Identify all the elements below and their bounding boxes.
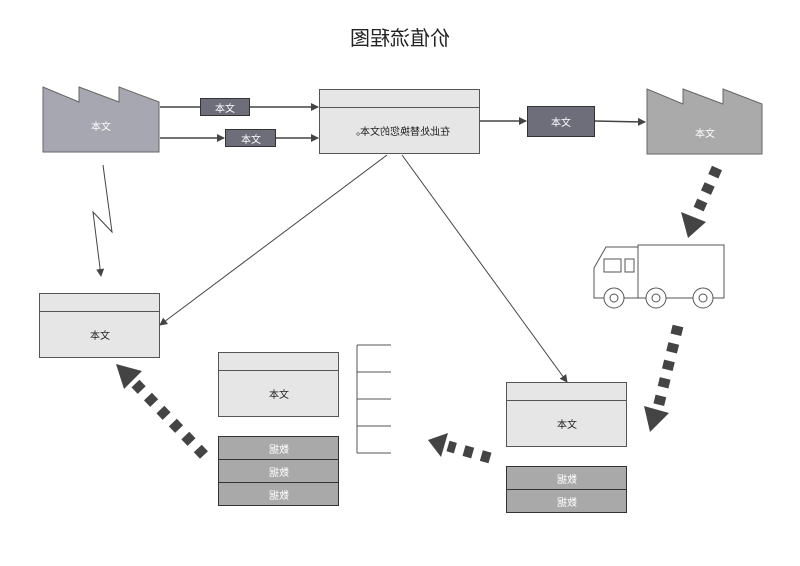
truck-icon [593, 244, 725, 309]
info-arrow-right [401, 154, 568, 383]
data-cell[interactable]: 数据 [218, 482, 339, 506]
flow-tag-bottom[interactable]: 文本 [225, 129, 276, 147]
process-box-header [507, 383, 626, 401]
push-arrow-from-truck [644, 324, 684, 432]
process-box-header [320, 90, 479, 108]
info-arrow-left [159, 154, 388, 326]
data-cell[interactable]: 数据 [506, 466, 627, 490]
process-box-label: 在此处替换您的文本。 [349, 126, 450, 138]
supplier-factory-label: 文本 [91, 122, 111, 133]
data-cell[interactable]: 数据 [506, 489, 627, 513]
supplier-factory-icon [42, 86, 160, 153]
process-box-header [219, 353, 338, 371]
electronic-info-arrow [92, 164, 113, 277]
data-cell[interactable]: 数据 [218, 459, 339, 483]
process-box-left[interactable]: 文本 [39, 293, 160, 358]
push-arrow-to-truck [681, 165, 723, 238]
process-box-middle[interactable]: 文本 [218, 352, 339, 417]
timeline-comb [356, 344, 391, 454]
process-box-right[interactable]: 文本 [506, 382, 627, 447]
customer-factory-label: 文本 [694, 129, 715, 140]
process-box-header [40, 294, 159, 312]
data-cell[interactable]: 数据 [218, 436, 339, 460]
flow-tag-top[interactable]: 文本 [200, 98, 250, 116]
process-box-label: 文本 [556, 419, 577, 431]
process-box-label: 文本 [89, 330, 110, 342]
process-box-label: 文本 [268, 389, 289, 401]
process-box-main[interactable]: 在此处替换您的文本。 [319, 89, 480, 154]
customer-factory-icon [646, 88, 763, 155]
flow-tag-right[interactable]: 文本 [527, 106, 595, 137]
push-arrow-middle [428, 433, 492, 464]
push-arrow-left [116, 364, 208, 459]
flow-line-right-2 [594, 117, 646, 126]
